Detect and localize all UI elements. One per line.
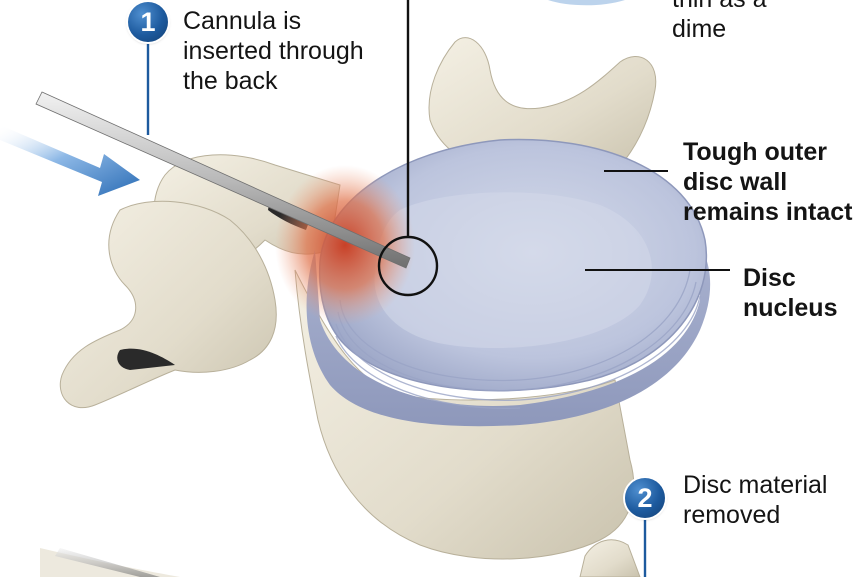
step-2-text: Disc material removed (683, 470, 827, 530)
step-2-badge: 2 (625, 478, 665, 518)
step-1-text: Cannula is inserted through the back (183, 6, 364, 96)
top-partial-shape (548, 0, 625, 5)
step-1-badge: 1 (128, 2, 168, 42)
inflamed-region (275, 165, 415, 325)
outer-wall-label: Tough outer disc wall remains intact (683, 137, 853, 227)
nucleus-label: Disc nucleus (743, 263, 837, 323)
top-partial-text: thin as a dime (672, 0, 767, 44)
